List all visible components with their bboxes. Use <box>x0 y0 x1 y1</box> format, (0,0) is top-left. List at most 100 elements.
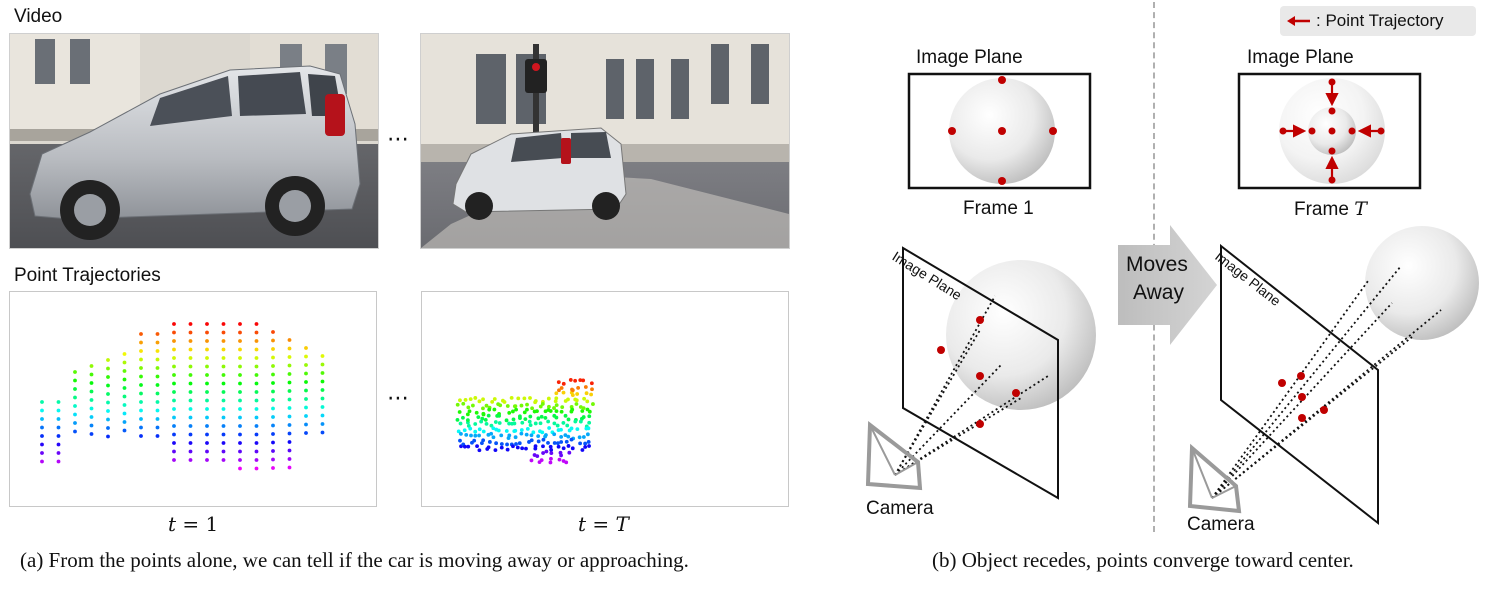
trajectory-point-far <box>533 444 538 449</box>
trajectory-point-far <box>583 441 588 446</box>
trajectory-point-far <box>584 391 589 396</box>
trajectory-point-far <box>574 398 579 403</box>
trajectory-point-far <box>540 430 545 435</box>
trajectory-point-far <box>481 438 486 443</box>
trajectory-point-far <box>538 421 543 426</box>
trajectory-point-far <box>480 416 485 421</box>
trajectory-point-far <box>591 402 595 406</box>
trajectory-point <box>205 339 209 343</box>
trajectory-point-far <box>490 399 495 404</box>
trajectory-point-far <box>563 413 568 418</box>
trajectory-point <box>304 405 308 410</box>
trajectory-point-far <box>511 444 515 449</box>
trajectory-point-far <box>516 396 521 401</box>
trajectory-point <box>205 347 209 352</box>
trajectory-point <box>320 354 325 358</box>
trajectory-point <box>205 449 209 454</box>
trajectory-point <box>271 338 275 343</box>
trajectory-point <box>238 356 242 360</box>
trajectory-point-far <box>560 405 565 410</box>
trajectory-point <box>139 374 143 379</box>
trajectory-point <box>155 417 160 421</box>
trajectory-point <box>106 383 110 388</box>
trajectory-point-far <box>480 441 484 446</box>
trajectory-point <box>73 429 77 434</box>
trajectory-point <box>320 371 325 375</box>
trajectory-point <box>320 396 325 401</box>
trajectory-point-far <box>576 385 581 390</box>
trajectory-point <box>122 403 127 407</box>
trajectory-point-far <box>519 431 524 436</box>
trajectory-point <box>89 432 94 436</box>
trajectory-point <box>287 397 292 402</box>
car-far-image <box>421 34 789 248</box>
trajectory-point <box>139 408 143 413</box>
trajectory-point-far <box>587 444 591 448</box>
trajectory-point-far <box>569 437 574 442</box>
trajectory-point <box>287 346 292 351</box>
trajectory-point-far <box>477 448 482 453</box>
trajectory-point-far <box>559 440 564 444</box>
trajectory-point-far <box>463 398 468 402</box>
time-label-1: t = 1 <box>168 512 218 536</box>
trajectory-point-far <box>455 417 460 422</box>
trajectory-point-far <box>459 431 463 436</box>
trajectory-point <box>139 434 143 438</box>
trajectory-point-far <box>528 423 533 428</box>
trajectory-point-far <box>523 417 528 422</box>
trajectory-point-far <box>573 419 578 424</box>
trajectory-point <box>122 352 127 356</box>
trajectory-point-far <box>582 396 587 401</box>
trajectory-point-far <box>563 433 568 437</box>
trajectory-point <box>254 381 259 386</box>
trajectory-point-far <box>498 403 503 408</box>
trajectory-point <box>254 364 259 369</box>
trajectory-point <box>238 424 242 428</box>
trajectory-point-far <box>585 432 590 437</box>
frameT-image-plane <box>1237 72 1422 190</box>
trajectory-point <box>188 398 193 403</box>
trajectory-point-far <box>524 446 528 451</box>
trajectory-point <box>40 459 44 464</box>
trajectory-point <box>271 381 275 385</box>
trajectory-point <box>188 381 193 386</box>
trajectory-point-far <box>578 378 583 382</box>
trajectory-point-far <box>566 417 571 422</box>
trajectory-point <box>106 417 110 422</box>
trajectory-point <box>139 340 143 345</box>
trajectory-point-far <box>473 422 478 426</box>
trajectory-point <box>304 371 308 376</box>
trajectory-point-far <box>581 406 586 411</box>
trajectory-point-far <box>484 403 489 408</box>
trajectory-point-far <box>515 445 520 450</box>
trajectory-point <box>188 364 193 369</box>
trajectory-point <box>56 451 61 455</box>
trajectory-point <box>89 389 94 394</box>
trajectory-point-far <box>491 435 496 440</box>
trajectory-point-far <box>561 381 566 386</box>
trajectory-point-far <box>578 419 583 424</box>
trajectory-point-far <box>475 444 479 449</box>
trajectory-point-far <box>520 420 525 425</box>
trajectory-point <box>287 423 292 427</box>
trajectory-point-far <box>469 433 473 438</box>
trajectory-point-far <box>587 420 592 425</box>
trajectory-point-far <box>524 432 529 437</box>
trajectory-point <box>287 380 292 385</box>
trajectory-point-far <box>548 409 553 413</box>
trajectory-point <box>139 391 143 396</box>
trajectory-point-far <box>549 456 553 461</box>
trajectory-point-far <box>483 417 488 422</box>
trajectory-point <box>188 322 193 326</box>
trajectory-point-far <box>484 421 489 426</box>
trajectory-point <box>254 322 259 326</box>
moves-label-2: Away <box>1133 281 1184 304</box>
moves-label-1: Moves <box>1126 253 1188 276</box>
trajectory-point-far <box>499 433 504 438</box>
trajectory-point <box>238 373 242 377</box>
trajectory-point <box>40 400 44 404</box>
trajectory-point-far <box>536 416 541 421</box>
trajectory-point-far <box>492 407 497 412</box>
trajectory-point-far <box>519 428 524 432</box>
trajectory-point <box>254 390 259 394</box>
